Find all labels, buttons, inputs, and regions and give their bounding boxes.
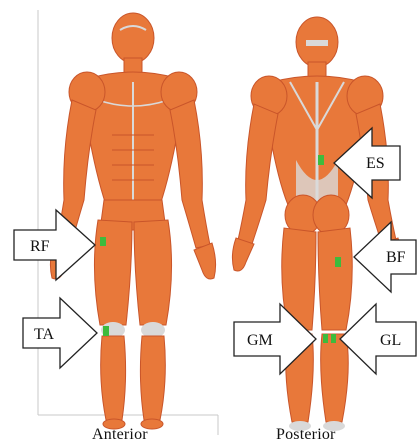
caption-anterior: Anterior [92, 426, 148, 444]
arrow-gl: GL [340, 304, 416, 374]
anterior-left-shin [101, 336, 126, 420]
anterior-right-shin [140, 336, 165, 420]
arrow-gl-label: GL [380, 332, 401, 349]
sensor-ta [103, 326, 109, 336]
sensor-bf [335, 257, 341, 267]
arrow-bf: BF [354, 222, 416, 292]
arrow-es-label: ES [366, 155, 385, 172]
sensor-gm [323, 334, 328, 343]
arrow-ta-label: TA [34, 326, 54, 343]
posterior-left-arm [238, 104, 278, 244]
posterior-right-calf [321, 334, 349, 422]
sensor-rf [100, 237, 106, 246]
caption-posterior: Posterior [276, 426, 336, 444]
arrow-gm-label: GM [247, 332, 273, 349]
sensor-es [318, 155, 324, 165]
arrow-rf-label: RF [30, 238, 50, 255]
anterior-left-thigh [94, 220, 132, 325]
anterior-right-arm [170, 100, 210, 248]
posterior-right-thigh [318, 228, 352, 330]
arrow-bf-label: BF [386, 249, 406, 266]
anterior-head [112, 13, 154, 63]
sensor-gl [331, 334, 336, 343]
anterior-figure [50, 13, 215, 429]
arrow-ta: TA [23, 298, 97, 368]
anterior-right-thigh [134, 220, 172, 325]
